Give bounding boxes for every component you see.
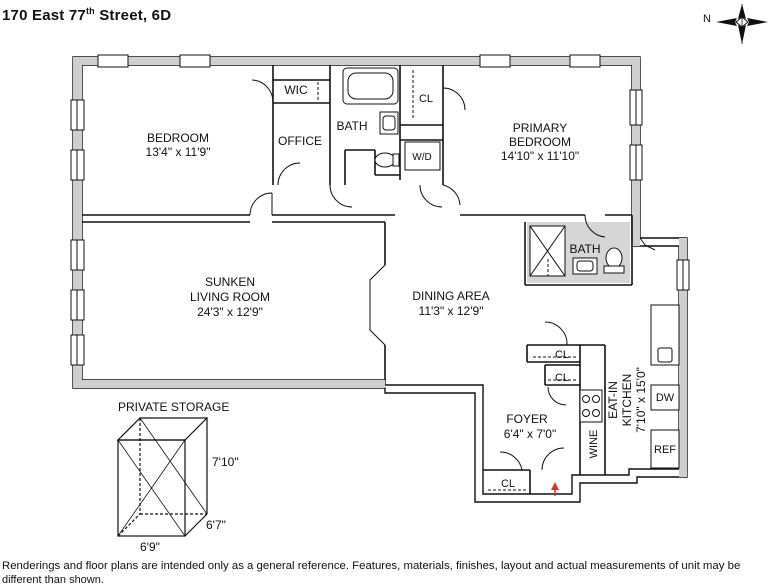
storage-width: 6'9" (140, 540, 160, 554)
living-name-2: LIVING ROOM (190, 290, 270, 304)
closet-rods (317, 70, 577, 491)
storage-depth: 6'7" (206, 518, 226, 532)
storage-height: 7'10" (212, 455, 239, 469)
windows (70, 54, 690, 366)
bath1-label: BATH (336, 119, 367, 133)
ref-label: REF (654, 444, 676, 456)
compass-rose (716, 4, 768, 44)
wd-label: W/D (412, 152, 431, 163)
bedroom-dims: 13'4" x 11'9" (146, 145, 211, 159)
title-unit: Street, 6D (99, 7, 172, 24)
storage-title: PRIVATE STORAGE (118, 400, 229, 414)
disclaimer: Renderings and floor plans are intended … (2, 560, 741, 572)
bedroom-name: BEDROOM (147, 131, 209, 145)
primary-name-1: PRIMARY (513, 121, 567, 135)
dw-label: DW (656, 392, 675, 404)
dining-dims: 11'3" x 12'9" (419, 304, 484, 318)
storage-box-drawing (116, 417, 209, 537)
foyer-name: FOYER (506, 412, 548, 426)
primary-name-2: BEDROOM (509, 135, 571, 149)
vertical-labels: EAT-IN KITCHEN 7'10" x 15'0" WINE (588, 367, 648, 458)
title-address: 170 East 77 (2, 7, 86, 24)
primary-dims: 14'10" x 11'10" (501, 149, 579, 163)
cl-b-label: CL (555, 372, 569, 384)
interior-walls (82, 65, 633, 494)
door-swings (249, 79, 656, 471)
room-labels: BEDROOM 13'4" x 11'9" WIC OFFICE BATH CL… (146, 83, 677, 490)
office-label: OFFICE (278, 134, 322, 148)
north-label: N (703, 13, 711, 25)
dining-name: DINING AREA (412, 289, 489, 303)
living-name-1: SUNKEN (205, 275, 255, 289)
cl-top-label: CL (419, 93, 433, 105)
wic-label: WIC (284, 83, 308, 97)
bath2-label: BATH (569, 242, 600, 256)
foyer-dims: 6'4" x 7'0" (504, 427, 556, 441)
listing-title: 170 East 77th Street, 6D (2, 6, 171, 24)
wine-label: WINE (588, 430, 600, 459)
kitchen-name-2: KITCHEN (620, 374, 634, 427)
title-ordinal: th (85, 6, 95, 16)
cl-a-label: CL (555, 349, 569, 361)
kitchen-dims: 7'10" x 15'0" (634, 367, 648, 433)
storage-labels: PRIVATE STORAGE 7'10" 6'7" 6'9" (118, 400, 239, 554)
kitchen-name-1: EAT-IN (606, 381, 620, 419)
cl-foyer-label: CL (501, 478, 515, 490)
living-dims: 24'3" x 12'9" (197, 305, 263, 319)
entry-arrow-icon (551, 482, 559, 490)
